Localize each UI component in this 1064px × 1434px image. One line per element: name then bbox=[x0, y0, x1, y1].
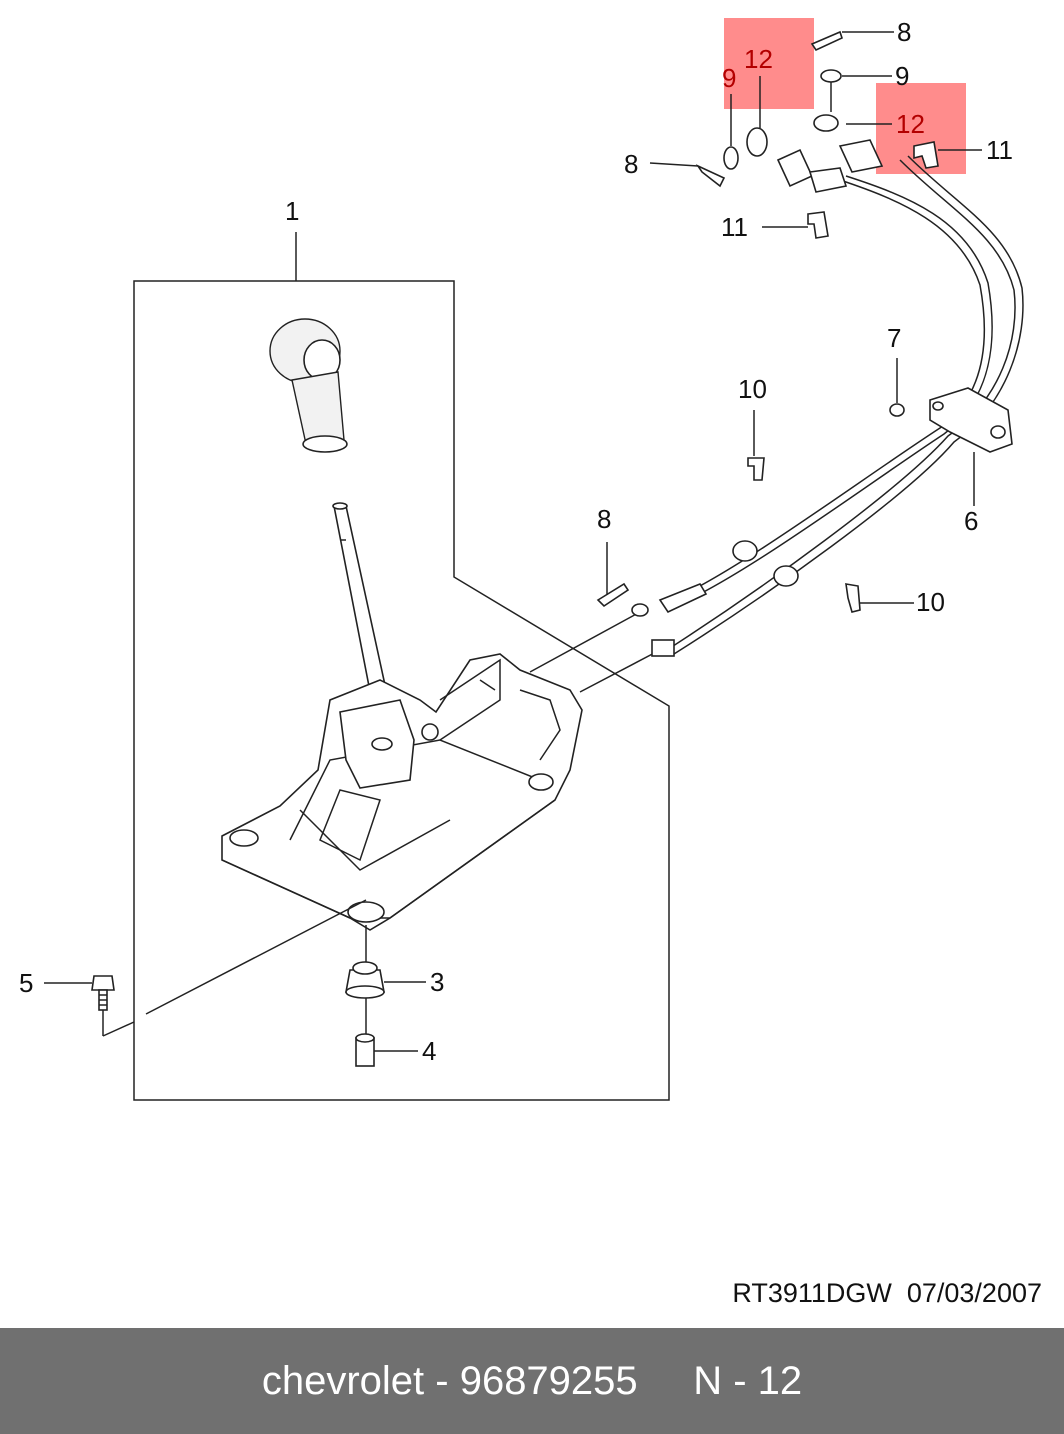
pin bbox=[355, 1033, 375, 1067]
footer-part-label: chevrolet - 96879255 N - 12 bbox=[261, 1359, 803, 1403]
cotter-pin-8-mid bbox=[596, 542, 630, 608]
callout-12-b: 12 bbox=[896, 109, 925, 139]
callout-10-right: 10 bbox=[916, 587, 945, 617]
callout-11-left: 11 bbox=[721, 212, 748, 242]
callout-10-mid: 10 bbox=[738, 374, 767, 404]
callout-3: 3 bbox=[430, 967, 444, 997]
bushing bbox=[345, 961, 385, 999]
retaining-clip-10-right bbox=[845, 583, 914, 613]
assembly-frame bbox=[133, 280, 670, 1101]
shift-knob bbox=[269, 318, 348, 453]
callout-11-right: 11 bbox=[986, 135, 1013, 165]
highlight-box-12-a bbox=[724, 18, 814, 109]
callout-9-top: 9 bbox=[895, 61, 909, 91]
callout-5: 5 bbox=[19, 968, 33, 998]
callout-4: 4 bbox=[422, 1036, 436, 1066]
footer-bar: chevrolet - 96879255 N - 12 bbox=[0, 1328, 1064, 1434]
parts-diagram: 1 3 4 5 6 7 8 8 8 9 9 10 10 11 11 12 12 bbox=[19, 17, 1024, 1101]
callout-8-left: 8 bbox=[624, 149, 638, 179]
retaining-clip-11-right bbox=[913, 141, 982, 169]
cotter-pin-8-top bbox=[810, 30, 894, 52]
washer-9-top bbox=[820, 69, 892, 112]
callout-1: 1 bbox=[285, 196, 299, 226]
bolt bbox=[91, 899, 367, 1037]
callout-8-mid: 8 bbox=[597, 504, 611, 534]
nut bbox=[889, 358, 905, 417]
highlight-box-12-b bbox=[876, 83, 966, 174]
cotter-pin-8-left bbox=[649, 162, 726, 188]
callout-12-a: 12 bbox=[744, 44, 773, 74]
retaining-clip-11-left bbox=[762, 211, 829, 239]
callout-7: 7 bbox=[887, 323, 901, 353]
alignment-line-1 bbox=[529, 611, 641, 673]
shifter-housing bbox=[221, 653, 583, 931]
cable-bracket bbox=[929, 387, 1013, 453]
retaining-clip-10-mid bbox=[747, 410, 765, 481]
callout-6: 6 bbox=[964, 506, 978, 536]
callout-9-left: 9 bbox=[722, 63, 736, 93]
callout-8-top: 8 bbox=[897, 17, 911, 47]
drawing-code: RT3911DGW 07/03/2007 bbox=[732, 1278, 1042, 1308]
washer-9-left bbox=[723, 94, 739, 170]
alignment-line-2 bbox=[579, 649, 661, 693]
shift-cables bbox=[631, 114, 1024, 657]
